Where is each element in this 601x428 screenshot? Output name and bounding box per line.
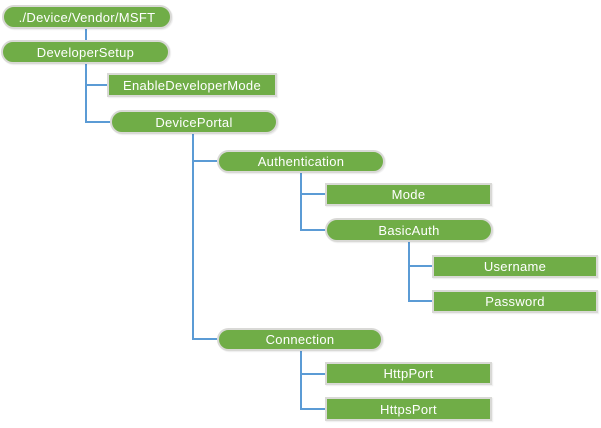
connector-httpsport-branch (300, 408, 325, 410)
connector-connection-branch (192, 338, 217, 340)
connector-authentication-trunk (300, 173, 302, 230)
connector-authentication-branch (192, 160, 217, 162)
connector-connection-trunk (300, 351, 302, 409)
node-basic-auth: BasicAuth (325, 218, 493, 242)
connector-username-branch (408, 265, 432, 267)
node-root: ./Device/Vendor/MSFT (2, 5, 172, 29)
connector-httpport-branch (300, 373, 325, 375)
node-http-port: HttpPort (325, 362, 492, 385)
connector-deviceportal-branch (85, 121, 110, 123)
node-password: Password (432, 290, 598, 313)
connector-enabledevelopermode-branch (85, 84, 107, 86)
node-https-port: HttpsPort (325, 397, 492, 421)
connector-deviceportal-trunk (192, 134, 194, 339)
node-mode: Mode (325, 183, 492, 206)
connector-mode-branch (300, 193, 325, 195)
node-connection: Connection (217, 328, 383, 351)
connector-password-branch (408, 300, 432, 302)
node-device-portal: DevicePortal (110, 110, 278, 134)
connector-root-developersetup (85, 29, 87, 40)
node-developer-setup: DeveloperSetup (1, 40, 170, 64)
node-authentication: Authentication (217, 150, 385, 173)
node-enable-developer-mode: EnableDeveloperMode (107, 73, 277, 97)
connector-developersetup-trunk (85, 64, 87, 122)
node-username: Username (432, 255, 598, 278)
connector-basicauth-branch (300, 229, 325, 231)
connector-basicauth-trunk (408, 242, 410, 302)
